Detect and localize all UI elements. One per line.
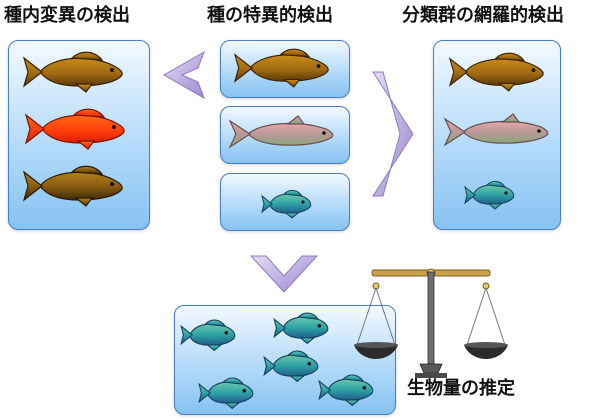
dace-icon xyxy=(229,115,334,148)
carp-icon xyxy=(23,51,123,93)
carp-icon xyxy=(449,52,544,92)
small-fish-icon xyxy=(198,377,254,409)
label-intraspecific: 種内変異の検出 xyxy=(4,5,130,26)
label-species-specific: 種の特異的検出 xyxy=(207,5,333,26)
small-fish-icon xyxy=(180,319,236,351)
label-biomass: 生物量の推定 xyxy=(407,378,515,399)
label-taxon-comprehensive: 分類群の網羅的検出 xyxy=(402,5,564,26)
small-fish-icon xyxy=(261,189,312,219)
small-fish-icon xyxy=(273,312,329,344)
crucian-carp-icon xyxy=(23,165,123,207)
chevron-left-icon xyxy=(162,50,205,100)
goldfish-icon xyxy=(25,108,125,150)
dace-icon xyxy=(444,113,549,146)
small-fish-icon xyxy=(464,180,515,210)
chevron-right-icon xyxy=(372,71,414,197)
balance-scale-icon xyxy=(354,268,508,378)
carp-icon xyxy=(234,48,329,88)
small-fish-icon xyxy=(318,374,374,406)
small-fish-icon xyxy=(263,350,319,382)
chevron-down-icon xyxy=(249,255,319,293)
